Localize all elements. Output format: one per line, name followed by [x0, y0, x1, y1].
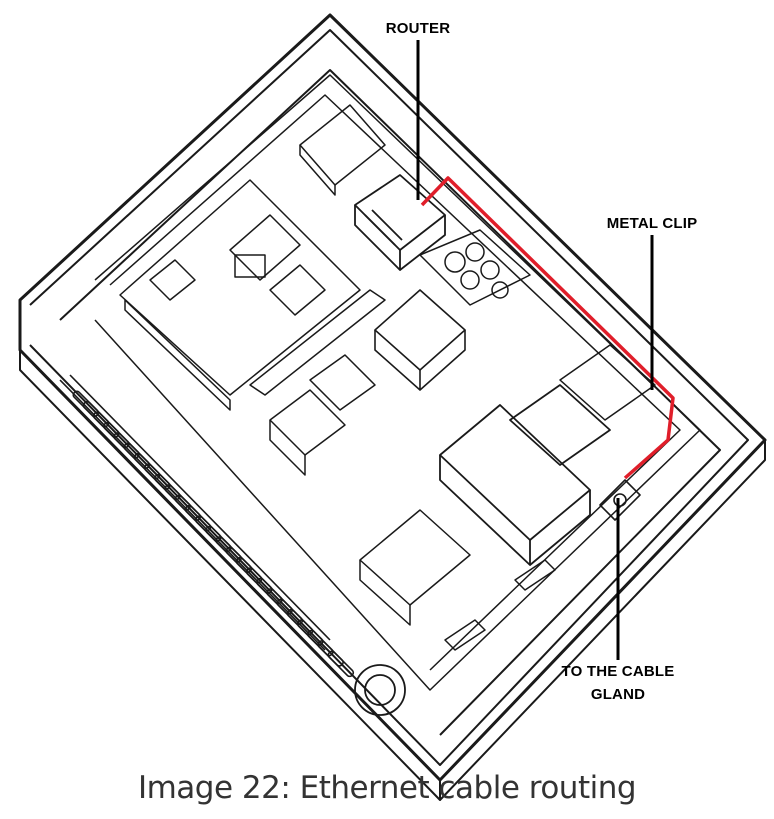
- terminal-blocks: [359, 344, 656, 626]
- vent-slots: [59, 374, 355, 678]
- small-board: [299, 104, 386, 196]
- power-supply: [439, 384, 611, 566]
- router-label: ROUTER: [386, 20, 451, 37]
- figure-caption: Image 22: Ethernet cable routing: [137, 770, 637, 806]
- round-gland: [354, 664, 406, 716]
- cable-gland-label-line2: GLAND: [591, 686, 645, 703]
- cable-gland-label-line1: TO THE CABLE: [562, 663, 675, 680]
- enclosure-body: [18, 13, 767, 801]
- metal-clip-label: METAL CLIP: [607, 215, 698, 232]
- vent-slot: [327, 650, 355, 678]
- ethernet-cable: [420, 176, 675, 480]
- controller-board: [119, 179, 361, 411]
- contactors: [269, 354, 376, 476]
- cable-gland: [599, 479, 641, 521]
- filter-block: [419, 229, 531, 306]
- din-rail: [249, 289, 386, 396]
- router: [354, 174, 446, 271]
- bottom-clamps: [444, 559, 556, 651]
- callout-leaders: [416, 40, 654, 660]
- mounting-plate: [94, 74, 701, 691]
- transformer: [374, 289, 466, 391]
